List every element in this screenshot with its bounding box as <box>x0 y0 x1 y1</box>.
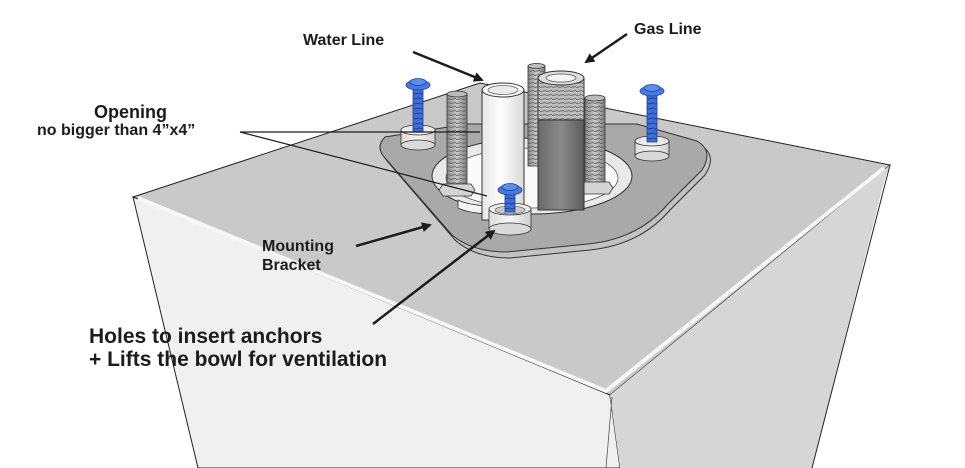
anchor-screw-left <box>400 78 436 151</box>
water-line <box>481 82 525 221</box>
gas-line <box>537 70 585 211</box>
holes-arrow <box>372 229 496 325</box>
mounting-bracket-arrow <box>355 222 432 248</box>
callout-leaders <box>239 32 628 325</box>
opening-label-title: Opening <box>94 102 167 122</box>
opening-label-subtitle: no bigger than 4”x4” <box>37 122 196 139</box>
water-line-arrow <box>412 50 484 82</box>
mounting-bracket-label-line2: Bracket <box>262 257 321 274</box>
water-line-label: Water Line <box>303 32 385 49</box>
mounting-bracket-label-line1: Mounting <box>262 238 334 255</box>
threaded-rod-left <box>438 90 476 197</box>
anchor-screw-front <box>488 183 532 236</box>
anchor-screw-right <box>634 84 670 162</box>
pedestal-right-face <box>610 165 890 468</box>
holes-label-line1: Holes to insert anchors <box>89 325 323 348</box>
gas-line-label: Gas Line <box>634 21 702 38</box>
opening-leader-bottom <box>239 131 488 197</box>
gas-line-arrow <box>584 32 628 64</box>
holes-label-line2: + Lifts the bowl for ventilation <box>89 348 388 371</box>
